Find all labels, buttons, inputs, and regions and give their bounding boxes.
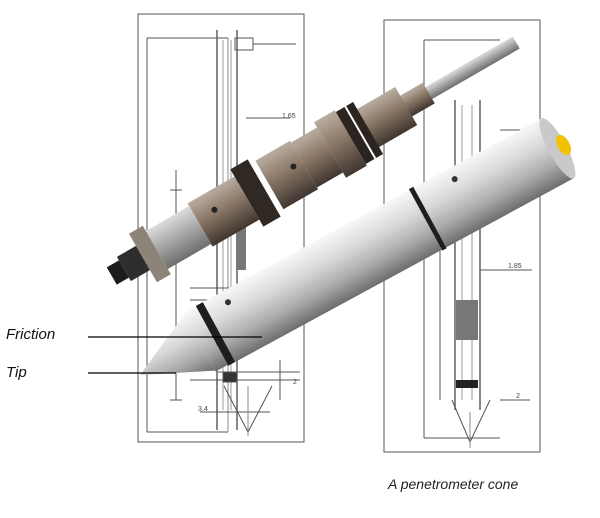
dimension-label: 2 <box>293 379 297 386</box>
tip-label: Tip <box>6 364 27 381</box>
technical-drawing-right <box>383 19 541 453</box>
disassembled-cone <box>106 36 520 285</box>
friction-label: Friction <box>6 326 56 343</box>
dimension-label: 3.4 <box>198 406 208 413</box>
assembled-cone <box>140 118 576 375</box>
dimension-label: 2 <box>516 393 520 400</box>
dimension-label: 1.65 <box>282 113 296 120</box>
dimension-label: 1.85 <box>508 263 522 270</box>
image-caption: A penetrometer cone <box>388 476 519 492</box>
